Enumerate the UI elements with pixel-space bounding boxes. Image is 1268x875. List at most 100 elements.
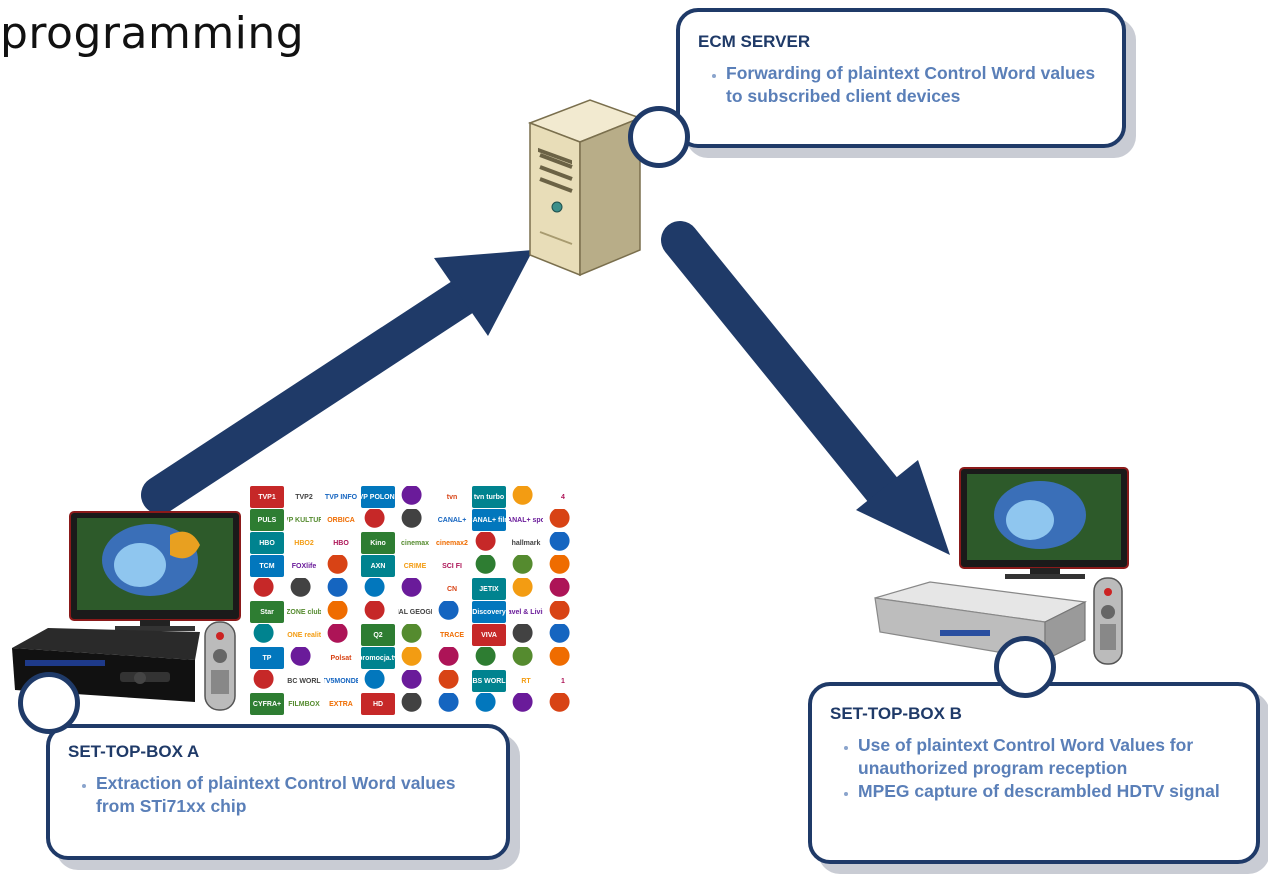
channel-logo [398,578,432,600]
channel-logo [546,578,580,600]
channel-logo: TP [250,647,284,669]
channel-logo: FILMBOX [287,693,321,715]
channel-logo: cinemax2 [435,532,469,554]
channel-logo [509,693,543,715]
channel-logo [324,601,358,623]
channel-logo [546,601,580,623]
channel-logo: HBO2 [287,532,321,554]
channel-logo [398,647,432,669]
channel-logo: 4 [546,486,580,508]
channel-logo [546,532,580,554]
channel-logo [361,509,395,531]
channel-logo [509,578,543,600]
channel-logo [324,555,358,577]
channel-logo: promocja.tv [361,647,395,669]
set-top-box-b-connector-circle [994,636,1056,698]
ecm-server-connector-circle [628,106,690,168]
set-top-box-b-bullet-2: MPEG capture of descrambled HDTV signal [858,780,1240,803]
channel-logo [324,578,358,600]
channel-logo: TCM [250,555,284,577]
channel-logo [472,647,506,669]
channel-logo: TVP POLONIA [361,486,395,508]
arrow-a-to-server [141,250,533,514]
channel-logo [250,670,284,692]
channel-logo [546,555,580,577]
channel-logo [398,670,432,692]
channel-logo [250,578,284,600]
channel-logo: BBC WORLD [287,670,321,692]
channel-logo: ZONE reality [287,624,321,646]
channel-logo: EXTRA [324,693,358,715]
set-top-box-a-heading: SET-TOP-BOX A [68,742,200,761]
channel-logo [361,670,395,692]
set-top-box-b-heading: SET-TOP-BOX B [830,704,962,723]
channel-logo: Kino [361,532,395,554]
channel-logo: HBO [250,532,284,554]
channel-logo: TVP KULTURA [287,509,321,531]
channel-logo [287,647,321,669]
channel-logo [287,578,321,600]
channel-logo [361,601,395,623]
channel-logo: hallmark [509,532,543,554]
channel-logo: CANAL+ sport [509,509,543,531]
channel-logo [398,624,432,646]
channel-logo [472,532,506,554]
channel-logo: TVP INFO [324,486,358,508]
tv-b-icon [959,467,1129,579]
page-title: programming [0,8,305,59]
channel-logo [398,693,432,715]
channel-logo [361,578,395,600]
channel-logo: Polsat [324,647,358,669]
channel-logo [509,555,543,577]
channel-logo [509,647,543,669]
channel-logo: cinemax [398,532,432,554]
channel-logo [398,509,432,531]
channel-logo: AXN [361,555,395,577]
remote-b-icon [1093,577,1123,665]
set-top-box-a-connector-circle [18,672,80,734]
channel-logo: FOXlife [287,555,321,577]
channel-logo: HBO [324,532,358,554]
channel-logo: tvn turbo [472,486,506,508]
channel-logo [546,647,580,669]
channel-logo: CANAL+ [435,509,469,531]
channel-logo: ORBICA [324,509,358,531]
server-icon [527,99,643,277]
set-top-box-a-bullet: Extraction of plaintext Control Word val… [96,772,486,818]
channel-logo: TVP1 [250,486,284,508]
set-top-box-b-bullet-1: Use of plaintext Control Word Values for… [858,734,1240,780]
channel-logo [472,693,506,715]
channel-logo: 1 [546,670,580,692]
set-top-box-b-icon [874,581,1088,661]
channel-logo: KBS WORLD [472,670,506,692]
set-top-box-a-bullet-list: Extraction of plaintext Control Word val… [68,772,486,818]
channel-logo [324,624,358,646]
channel-logo: PULS [250,509,284,531]
channel-logo: JETIX [472,578,506,600]
channel-logo [250,624,284,646]
ecm-server-heading: ECM SERVER [698,32,811,51]
channel-logo: Discovery [472,601,506,623]
channel-logo [546,624,580,646]
channel-logo [546,509,580,531]
channel-logo: TV5MONDE [324,670,358,692]
set-top-box-a-box: SET-TOP-BOX A Extraction of plaintext Co… [46,724,510,860]
channel-logo: CYFRA+ [250,693,284,715]
channel-logo: HD [361,693,395,715]
channel-logo: TVP2 [287,486,321,508]
channel-logo: VIVA [472,624,506,646]
ecm-server-box: ECM SERVER Forwarding of plaintext Contr… [676,8,1126,148]
ecm-server-bullet-list: Forwarding of plaintext Control Word val… [698,62,1102,108]
tv-a-icon [69,511,241,631]
set-top-box-b-bullet-list: Use of plaintext Control Word Values for… [830,734,1240,803]
channel-logo [509,486,543,508]
channel-logo: CRIME [398,555,432,577]
channel-logo: NATIONAL GEOGRAPHIC [398,601,432,623]
channel-logo: tvn [435,486,469,508]
channel-logo [435,670,469,692]
channel-logo [546,693,580,715]
channel-logo: SCI FI [435,555,469,577]
channel-logo: ZONE club [287,601,321,623]
channel-logo [435,693,469,715]
